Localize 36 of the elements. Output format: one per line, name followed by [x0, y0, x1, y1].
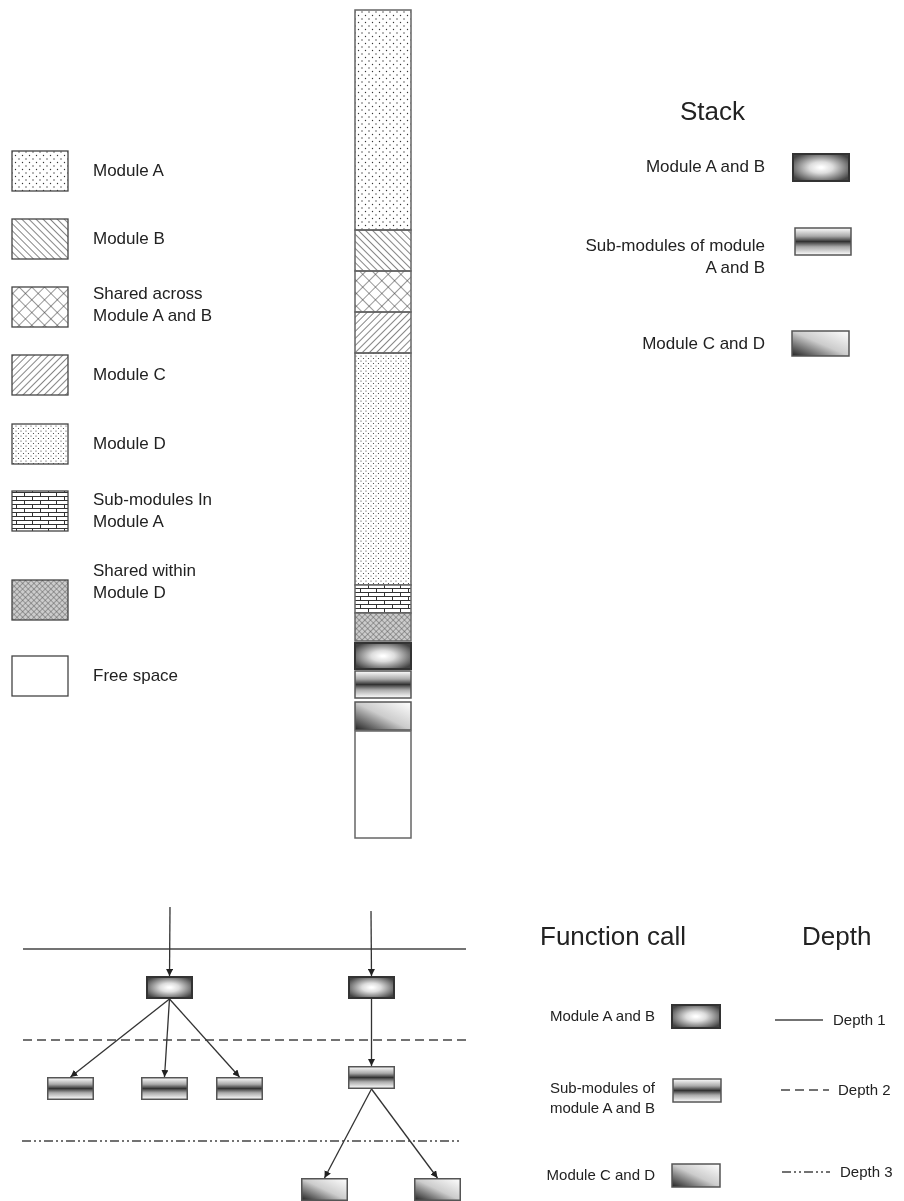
submodule-call-box — [47, 1077, 94, 1100]
legend-label: Module A and B — [548, 1006, 655, 1026]
legend-label: Free space — [93, 664, 180, 687]
section-heading: Stack — [680, 95, 746, 129]
submodule-call-box — [141, 1077, 188, 1100]
module-call-box — [146, 976, 193, 999]
legend-label: Sub-modules of module A and B — [585, 234, 765, 279]
module-call-box — [348, 976, 395, 999]
arrow — [166, 906, 174, 977]
legend-label: Module D — [93, 432, 167, 455]
legend-label: Shared within Module D — [93, 559, 197, 604]
legend-label: Sub-modules of module A and B — [548, 1077, 655, 1117]
legend-label: Depth 1 — [833, 1010, 887, 1030]
arrow — [323, 1088, 373, 1179]
legend-label: Shared across Module A and B — [93, 282, 214, 327]
arrow — [368, 998, 375, 1067]
legend-label: Module C and D — [641, 332, 765, 355]
legend-label: Module C and D — [545, 1165, 655, 1185]
arrow — [370, 1088, 439, 1179]
legend-label: Module A — [93, 159, 165, 182]
arrow — [367, 910, 375, 977]
legend-label: Depth 2 — [838, 1080, 892, 1100]
legend-label: Module A and B — [644, 155, 765, 178]
module-call-box — [301, 1178, 348, 1201]
arrow — [168, 998, 241, 1078]
arrow — [69, 998, 171, 1078]
submodule-call-box — [216, 1077, 263, 1100]
submodule-call-box — [348, 1066, 395, 1089]
section-heading: Depth — [802, 920, 872, 954]
section-heading: Function call — [540, 920, 686, 954]
legend-label: Sub-modules In Module A — [93, 488, 214, 533]
legend-label: Depth 3 — [840, 1162, 894, 1182]
legend-label: Module C — [93, 363, 167, 386]
legend-label: Module B — [93, 227, 166, 250]
module-call-box — [414, 1178, 461, 1201]
arrow — [161, 998, 171, 1078]
